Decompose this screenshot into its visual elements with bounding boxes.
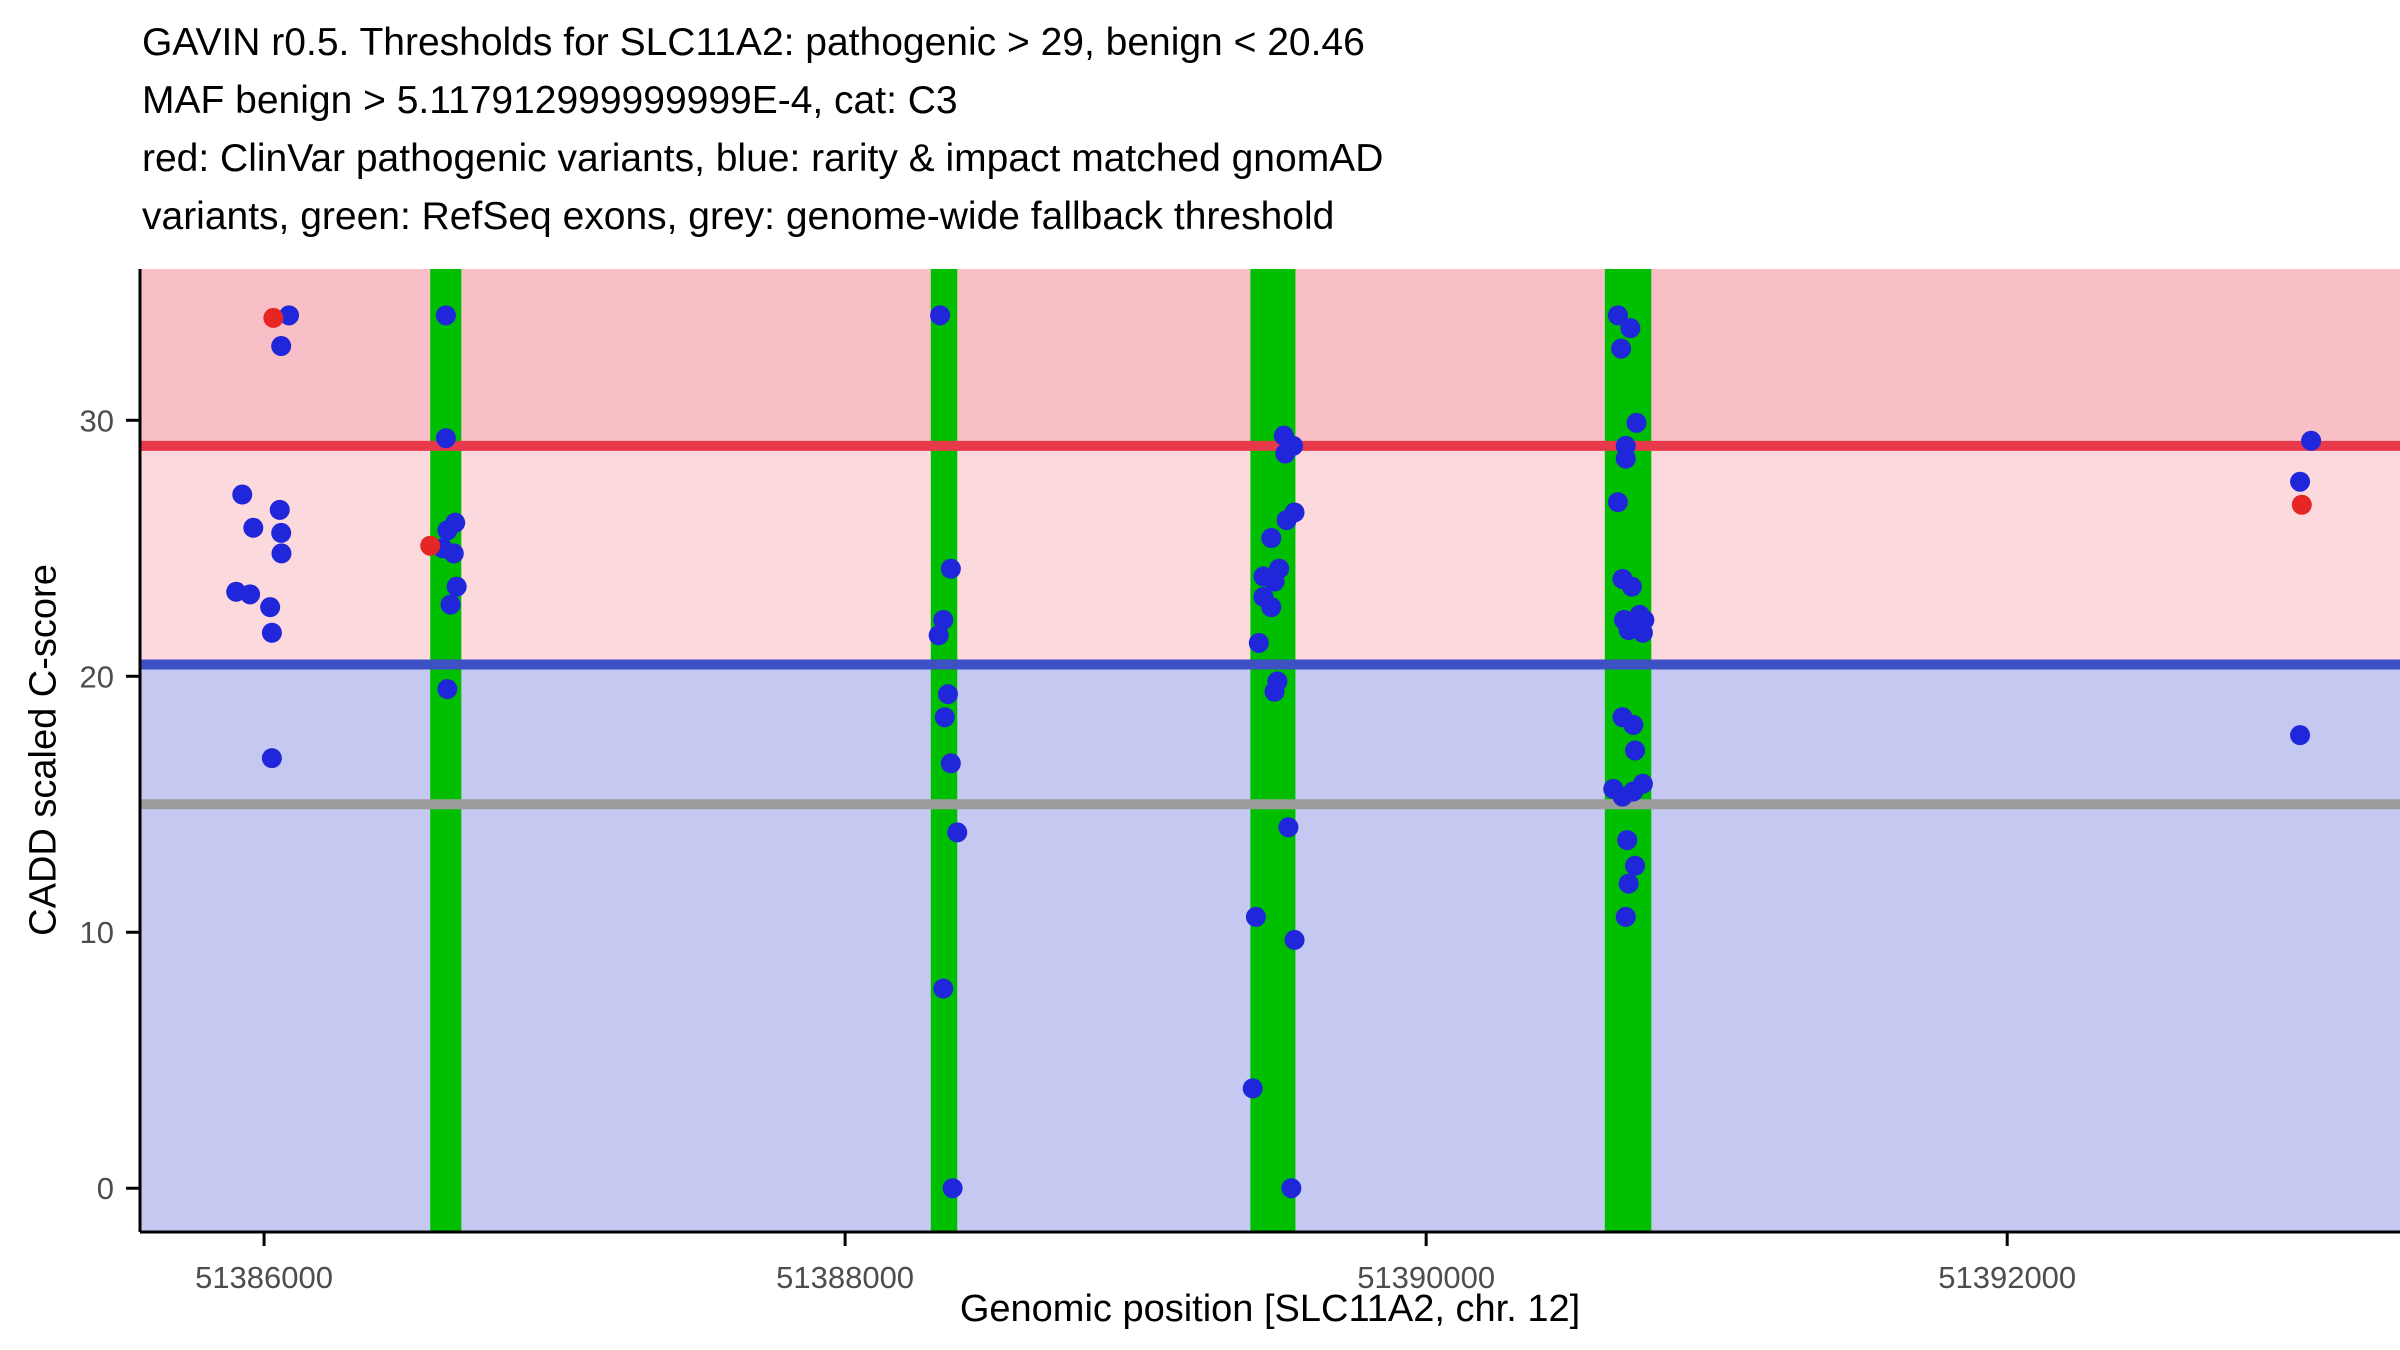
data-point-gnomad <box>2290 471 2311 492</box>
data-point-gnomad <box>1276 510 1297 531</box>
data-point-gnomad <box>1632 622 1653 643</box>
data-point-gnomad <box>446 576 467 597</box>
plot-title-line-3: red: ClinVar pathogenic variants, blue: … <box>142 137 1384 180</box>
data-point-gnomad <box>2290 725 2311 746</box>
x-tick-label: 51390000 <box>1357 1260 1495 1295</box>
data-point-gnomad <box>940 753 961 774</box>
data-point-gnomad <box>933 609 954 630</box>
y-tick-label: 20 <box>80 659 114 694</box>
data-point-gnomad <box>934 707 955 728</box>
data-point-gnomad <box>1248 632 1269 653</box>
data-point-gnomad <box>271 336 292 357</box>
data-point-gnomad <box>435 428 456 449</box>
data-point-gnomad <box>440 594 461 615</box>
data-point-gnomad <box>1275 443 1296 464</box>
data-point-gnomad <box>942 1178 963 1199</box>
data-point-gnomad <box>435 305 456 326</box>
y-tick-label: 0 <box>97 1171 114 1206</box>
data-point-gnomad <box>261 622 282 643</box>
data-point-gnomad <box>1618 873 1639 894</box>
data-point-gnomad <box>937 684 958 705</box>
data-point-gnomad <box>1242 1078 1263 1099</box>
data-point-gnomad <box>1281 1178 1302 1199</box>
data-point-gnomad <box>279 305 300 326</box>
data-point-gnomad <box>1620 318 1641 339</box>
y-tick-label: 10 <box>80 915 114 950</box>
data-point-gnomad <box>1615 448 1636 469</box>
data-point-gnomad <box>933 978 954 999</box>
data-point-gnomad <box>260 597 281 618</box>
exon-bar <box>930 269 958 1232</box>
data-point-gnomad <box>437 520 458 541</box>
plot-title-line-4: variants, green: RefSeq exons, grey: gen… <box>142 195 1335 238</box>
x-tick-label: 51386000 <box>195 1260 333 1295</box>
data-point-gnomad <box>1284 929 1305 950</box>
data-point-gnomad <box>243 517 264 538</box>
data-point-gnomad <box>1607 492 1628 513</box>
plot-title-line-1: GAVIN r0.5. Thresholds for SLC11A2: path… <box>142 21 1365 64</box>
data-point-gnomad <box>269 499 290 520</box>
data-point-gnomad <box>1621 576 1642 597</box>
y-tick-label: 30 <box>80 403 114 438</box>
data-point-gnomad <box>1264 571 1285 592</box>
data-point-gnomad <box>271 543 292 564</box>
x-tick-label: 51392000 <box>1938 1260 2076 1295</box>
data-point-gnomad <box>1607 305 1628 326</box>
plot-title-line-2: MAF benign > 5.117912999999999E-4, cat: … <box>142 79 958 122</box>
data-point-gnomad <box>2301 430 2322 451</box>
data-point-gnomad <box>1261 528 1282 549</box>
data-point-gnomad <box>1625 855 1646 876</box>
y-axis-title: CADD scaled C-score <box>22 564 65 936</box>
data-point-gnomad <box>1611 338 1632 359</box>
data-point-gnomad <box>930 305 951 326</box>
x-axis-title: Genomic position [SLC11A2, chr. 12] <box>959 1288 1581 1330</box>
data-point-gnomad <box>1261 597 1282 618</box>
data-point-gnomad <box>271 522 292 543</box>
data-point-gnomad <box>232 484 253 505</box>
data-point-gnomad <box>1612 786 1633 807</box>
data-point-gnomad <box>1626 412 1647 433</box>
data-point-clinvar <box>263 307 284 328</box>
data-point-gnomad <box>443 543 464 564</box>
data-point-gnomad <box>1245 906 1266 927</box>
data-point-gnomad <box>261 748 282 769</box>
data-point-gnomad <box>947 822 968 843</box>
data-point-gnomad <box>1264 681 1285 702</box>
data-point-gnomad <box>1278 817 1299 838</box>
exon-bar <box>430 269 462 1232</box>
data-point-gnomad <box>1623 714 1644 735</box>
data-point-gnomad <box>1617 830 1638 851</box>
data-point-gnomad <box>437 679 458 700</box>
data-point-gnomad <box>928 625 949 646</box>
x-tick-label: 51388000 <box>776 1260 914 1295</box>
data-point-gnomad <box>1615 906 1636 927</box>
data-point-gnomad <box>940 558 961 579</box>
data-point-clinvar <box>420 535 441 556</box>
data-point-gnomad <box>1625 740 1646 761</box>
data-point-gnomad <box>240 584 261 605</box>
data-point-clinvar <box>2291 494 2312 515</box>
